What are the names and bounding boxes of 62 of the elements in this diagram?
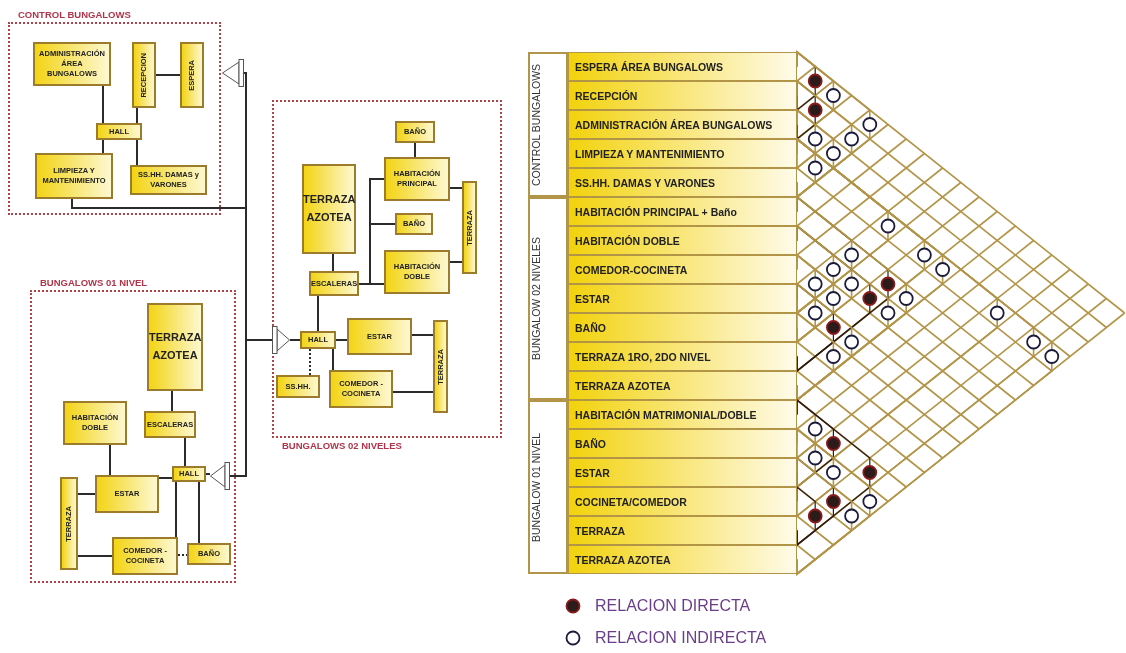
legend-label: RELACION DIRECTA [595,597,751,615]
matrix-group [528,52,797,197]
matrix-group [528,400,797,574]
matrix-row: TERRAZA AZOTEA [568,545,797,574]
matrix-row: TERRAZA 1RO, 2DO NIVEL [568,342,797,371]
connector-line [77,493,96,495]
matrix-row: HABITACIÓN DOBLE [568,226,797,255]
matrix-row: ADMINISTRACIÓN ÁREA BUNGALOWS [568,110,797,139]
connector-line [229,72,247,477]
entrance-symbol [222,59,244,87]
connector-line [171,390,173,412]
matrix-row: TERRAZA [568,516,797,545]
matrix-row: LIMPIEZA Y MANTENIMIENTO [568,139,797,168]
matrix-row: HABITACIÓN MATRIMONIAL/DOBLE [568,400,797,429]
connector-line [102,85,104,124]
connector-line [414,142,416,158]
connector-line [332,348,334,371]
matrix-row: COMEDOR-COCINETA [568,255,797,284]
zone-title: CONTROL BUNGALOWS [18,9,131,20]
zone-title: BUNGALOWS 02 NIVELES [282,440,402,451]
connector-line [102,139,104,154]
relation-dot [796,456,859,576]
connector-line [358,283,385,285]
connector-line [335,339,348,341]
zone-title: BUNGALOWS 01 NIVEL [40,277,148,288]
connector-line [109,444,111,476]
connector-line [77,555,113,557]
matrix-row: RECEPCIÓN [568,81,797,110]
relation-dot [796,485,823,547]
entrance-symbol [210,462,230,490]
connector-line [411,334,434,336]
matrix-row: TERRAZA AZOTEA [568,371,797,400]
matrix-row: HABITACIÓN PRINCIPAL + Baño [568,197,797,226]
matrix-row: BAÑO [568,429,797,458]
matrix-group [528,197,797,400]
connector-line [198,481,200,544]
dotted-connector [309,348,311,376]
matrix-row: ESTAR [568,458,797,487]
matrix-row: BAÑO [568,313,797,342]
connector-line [136,107,138,124]
matrix-row: SS.HH. DAMAS Y VARONES [568,168,797,197]
connector-line [289,339,301,341]
relation-dot [796,311,841,402]
connector-line [136,139,138,166]
connector-line [155,74,181,76]
connector-line [175,481,177,538]
matrix-row: COCINETA/COMEDOR [568,487,797,516]
connector-line [449,261,463,263]
legend-label: RELACION INDIRECTA [595,629,767,647]
matrix-row: ESPERA ÁREA BUNGALOWS [568,52,797,81]
connector-line [332,253,334,272]
entrance-symbol [272,326,290,354]
matrix-row: ESTAR [568,284,797,313]
relation-dot [796,398,823,460]
room-box: TERRAZA AZOTEA [302,164,356,254]
connector-line [205,473,211,475]
connector-line [449,187,463,189]
connector-line [184,437,186,467]
connector-line [392,391,434,393]
connector-line [158,477,173,479]
connector-line [317,295,319,332]
room-box: TERRAZA AZOTEA [147,303,203,391]
